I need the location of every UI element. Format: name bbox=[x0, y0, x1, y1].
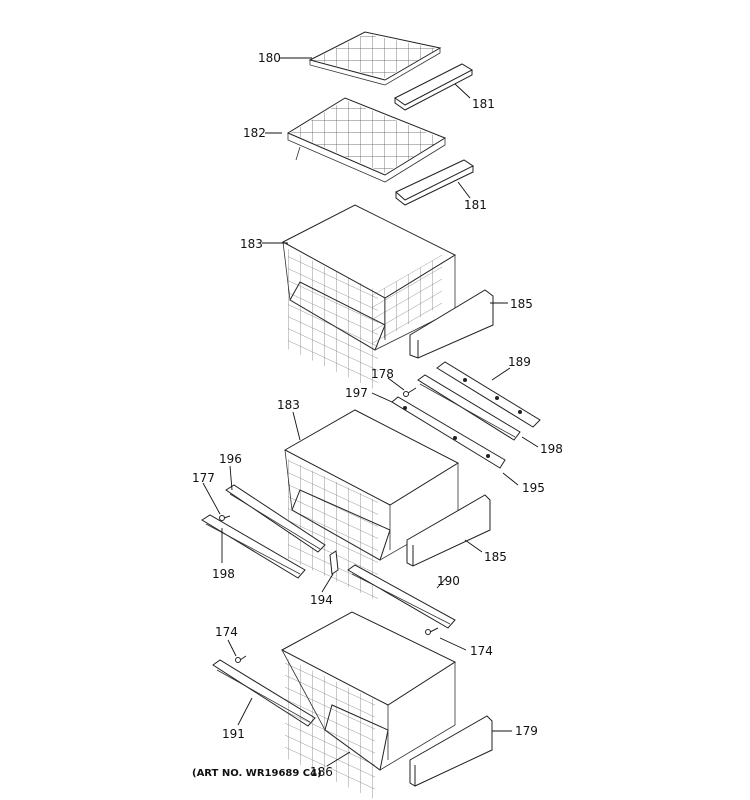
slide-rail-198-right bbox=[417, 374, 521, 441]
callout-197: 197 bbox=[345, 386, 368, 400]
rail-cover-189 bbox=[436, 361, 541, 428]
callout-185-middle: 185 bbox=[484, 550, 507, 564]
callout-189: 189 bbox=[508, 355, 531, 369]
callout-181-bottom: 181 bbox=[464, 198, 487, 212]
screw-178 bbox=[403, 387, 417, 397]
bracket-197 bbox=[391, 396, 506, 469]
leader-lines bbox=[202, 57, 539, 767]
callout-181-top: 181 bbox=[472, 97, 495, 111]
shelf-trim-181-top bbox=[394, 63, 474, 111]
callout-183-middle: 183 bbox=[277, 398, 300, 412]
wire-basket-186-bottom bbox=[280, 611, 457, 800]
callout-174-left: 174 bbox=[215, 625, 238, 639]
callout-196: 196 bbox=[219, 452, 242, 466]
callout-185-top: 185 bbox=[510, 297, 533, 311]
callout-191: 191 bbox=[222, 727, 245, 741]
callout-190: 190 bbox=[437, 574, 460, 588]
wire-basket-183-top bbox=[281, 204, 457, 392]
callout-174-right: 174 bbox=[470, 644, 493, 658]
callout-179: 179 bbox=[515, 724, 538, 738]
callout-198-left: 198 bbox=[212, 567, 235, 581]
basket-front-panel-179 bbox=[409, 715, 493, 787]
wire-shelf-180 bbox=[308, 31, 442, 86]
art-number: (ART NO. WR19689 C4) bbox=[192, 768, 322, 779]
screw-174-right bbox=[425, 627, 439, 635]
callout-186: 186 bbox=[310, 765, 333, 779]
basket-front-panel-185-top bbox=[409, 289, 494, 359]
callout-182: 182 bbox=[243, 126, 266, 140]
callout-198-right: 198 bbox=[540, 442, 563, 456]
callout-177: 177 bbox=[192, 471, 215, 485]
rail-cover-190 bbox=[347, 564, 456, 629]
screw-174-left bbox=[235, 655, 247, 663]
screw-177 bbox=[219, 515, 231, 521]
basket-front-panel-185-middle bbox=[406, 494, 491, 567]
callout-180: 180 bbox=[258, 51, 281, 65]
clip-194 bbox=[329, 550, 339, 575]
callout-195: 195 bbox=[522, 481, 545, 495]
callout-183-top: 183 bbox=[240, 237, 263, 251]
callout-178: 178 bbox=[371, 367, 394, 381]
wire-basket-183-middle bbox=[283, 409, 460, 602]
callout-194: 194 bbox=[310, 593, 333, 607]
wire-shelf-182 bbox=[286, 97, 447, 183]
shelf-trim-181-bottom bbox=[395, 159, 474, 206]
